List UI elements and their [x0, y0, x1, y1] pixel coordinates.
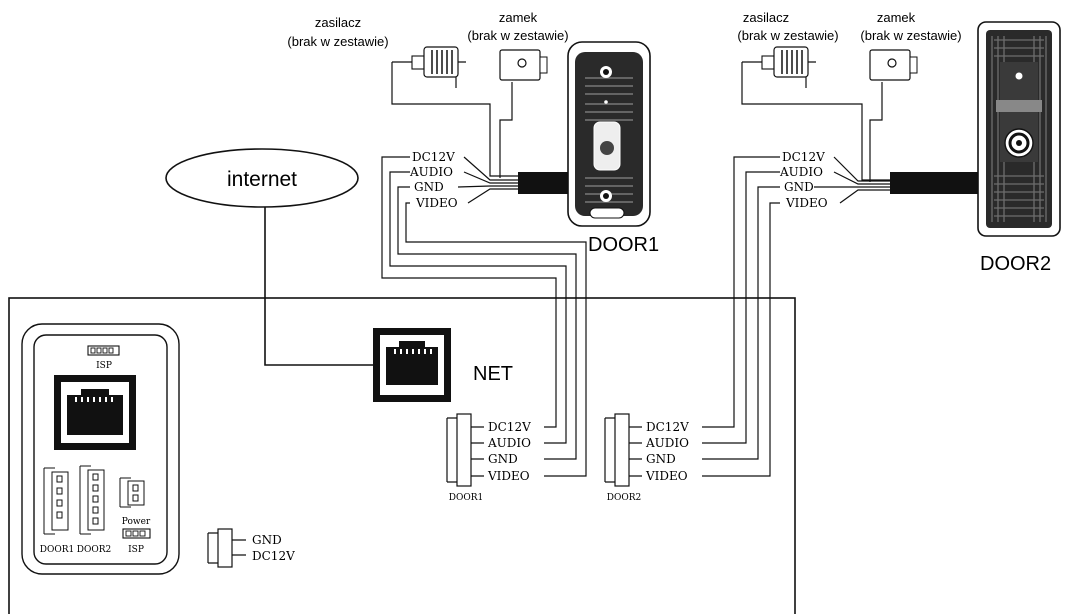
monitor-door2-pin-audio: AUDIO — [645, 436, 689, 450]
monitor-door1-pin-dc12v: DC12V — [488, 420, 531, 434]
monitor-door1-port — [446, 413, 484, 487]
isp-header-bottom — [122, 528, 151, 539]
door1-title: DOOR1 — [588, 234, 659, 256]
door2-title: DOOR2 — [980, 253, 1051, 275]
monitor-door1-pin-gnd: GND — [488, 452, 518, 466]
board-door1-label: DOOR1 — [40, 545, 74, 555]
door1-wire-audio: AUDIO — [409, 165, 453, 179]
power-dc12v-label: DC12V — [252, 549, 295, 563]
door1-wire-dc12v: DC12V — [412, 150, 455, 164]
circuit-board-panel: ISP — [21, 323, 180, 575]
monitor-door2-pin-dc12v: DC12V — [646, 420, 689, 434]
monitor-door1-pin-audio: AUDIO — [487, 436, 531, 450]
door1-wire-gnd: GND — [414, 180, 444, 194]
isp-label-bottom: ISP — [128, 545, 144, 555]
door2-wire-gnd: GND — [784, 180, 814, 194]
door1-power-supply-icon — [392, 46, 466, 88]
monitor-door2-port — [604, 413, 642, 487]
door1-lock-icon — [499, 49, 548, 81]
internet-label: internet — [227, 168, 297, 191]
door2-wire-audio: AUDIO — [779, 165, 823, 179]
door2-power-label-2: (brak w zestawie) — [737, 28, 838, 43]
monitor-door2-pin-gnd: GND — [646, 452, 676, 466]
isp-label-top: ISP — [96, 361, 112, 371]
monitor-door1-pin-video: VIDEO — [487, 469, 530, 483]
monitor-door2-pin-video: VIDEO — [645, 469, 688, 483]
door1-cable — [518, 172, 574, 194]
door2-cable — [890, 172, 980, 194]
internet-cloud: internet — [165, 148, 359, 208]
monitor-door1-label: DOOR1 — [449, 493, 483, 503]
door1-wire-video: VIDEO — [415, 196, 458, 210]
board-rj45-icon — [54, 375, 136, 450]
door2-lock-icon — [869, 49, 918, 81]
isp-header-top — [87, 345, 120, 356]
power-gnd-label: GND — [252, 533, 282, 547]
door1-lock-label-1: zamek — [499, 10, 538, 25]
door2-lock-label-2: (brak w zestawie) — [860, 28, 961, 43]
door2-wire-video: VIDEO — [785, 196, 828, 210]
board-door2-label: DOOR2 — [77, 545, 111, 555]
door1-wiring — [381, 62, 587, 477]
monitor-housing — [8, 297, 796, 614]
net-label: NET — [473, 363, 513, 385]
door1-camera-icon — [567, 41, 651, 227]
door1-lock-label-2: (brak w zestawie) — [467, 28, 568, 43]
board-door2-connector — [79, 465, 105, 535]
door2-power-supply-icon — [742, 46, 816, 88]
door2-camera-icon — [977, 21, 1061, 237]
door2-wire-dc12v: DC12V — [782, 150, 825, 164]
door2-power-label-1: zasilacz — [743, 10, 789, 25]
door2-lock-label-1: zamek — [877, 10, 916, 25]
door1-power-label-2: (brak w zestawie) — [287, 34, 388, 49]
power-input-connector — [207, 528, 246, 568]
board-door1-connector — [43, 467, 69, 535]
door2-wiring — [702, 62, 890, 477]
monitor-door2-label: DOOR2 — [607, 493, 641, 503]
net-port-icon — [373, 328, 451, 402]
door1-power-label-1: zasilacz — [315, 15, 361, 30]
board-power-label: Power — [122, 517, 151, 527]
board-power-connector — [119, 477, 145, 508]
internet-cable — [264, 207, 373, 366]
